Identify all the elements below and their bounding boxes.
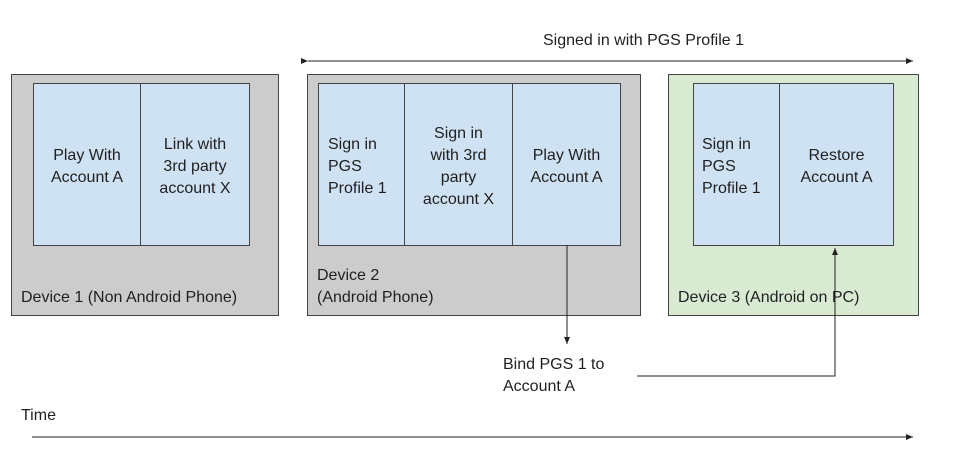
device-1-panel: Play With Account A Link with 3rd party …	[11, 74, 279, 316]
device-3-step-restore	[779, 83, 894, 246]
device-2-step-sign-in-pgs-label: Sign in PGS Profile 1	[328, 136, 387, 197]
device-2-label: Device 2 (Android Phone)	[317, 267, 434, 306]
device-3-step-sign-in-pgs	[693, 83, 780, 246]
device-1-step-link-label: Link with 3rd party account X	[159, 136, 231, 197]
device-3-step-sign-in-pgs-label: Sign in PGS Profile 1	[702, 136, 761, 197]
device-2-step-sign-in-pgs	[318, 83, 405, 246]
time-label: Time	[21, 407, 56, 424]
bind-label: Bind PGS 1 to Account A	[503, 356, 605, 395]
device-1-step-play	[33, 83, 141, 246]
device-3-label: Device 3 (Android on PC)	[678, 289, 860, 306]
device-1-step-link	[140, 83, 250, 246]
device-2-panel: Sign in PGS Profile 1 Sign in with 3rd p…	[307, 74, 641, 316]
device-3-panel: Sign in PGS Profile 1 Restore Account A …	[668, 74, 919, 316]
device-2-step-sign-in-3rd-party	[404, 83, 513, 246]
device-3-step-restore-label: Restore Account A	[800, 147, 873, 186]
bind-to-restore-arrow	[637, 248, 838, 377]
device-1-label: Device 1 (Non Android Phone)	[21, 289, 238, 306]
signed-in-span-label: Signed in with PGS Profile 1	[543, 32, 744, 49]
device-2-step-sign-in-3rd-party-label: Sign in with 3rd party account X	[422, 125, 495, 208]
device-2-step-play	[512, 83, 621, 246]
device-2-step-play-label: Play With Account A	[530, 147, 603, 186]
device-1-step-play-label: Play With Account A	[50, 147, 124, 186]
